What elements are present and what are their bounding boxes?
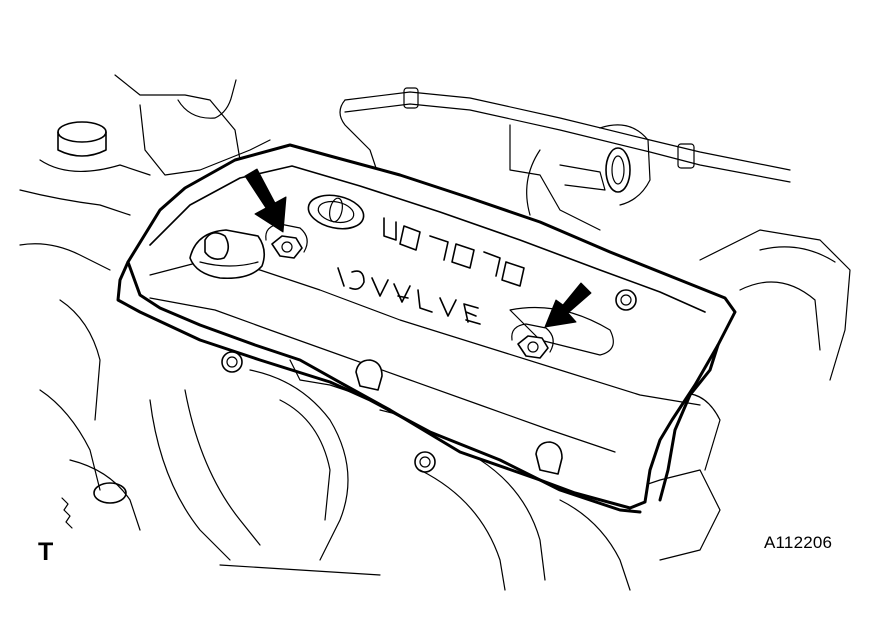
gear-teeth (61, 497, 73, 529)
cover-outline (126, 143, 737, 510)
left-line-a (19, 189, 131, 216)
top-right-pipe (339, 87, 791, 183)
left-bracket (114, 74, 241, 161)
arrow-down-left-icon (544, 282, 592, 328)
left-bolt-hole (93, 482, 127, 504)
right-block (699, 229, 851, 381)
cover-mount-lugs (355, 289, 637, 475)
right-fittings (509, 124, 651, 231)
figure-id: A112206 (764, 533, 833, 552)
left-line-c (59, 299, 101, 421)
cover-valve-lettering (337, 267, 481, 325)
right-block-edge (759, 246, 836, 263)
reservoir-cap (39, 121, 151, 176)
cover-nut-left (265, 223, 308, 259)
toyota-emblem-icon (307, 194, 365, 230)
cover-top-contour (149, 165, 706, 313)
cover-nut-right (511, 323, 554, 359)
arrow-down-right-icon (244, 168, 287, 233)
right-block-inner (739, 281, 821, 351)
left-hose (177, 79, 237, 119)
cover-right-edge (658, 343, 720, 502)
left-frame (139, 104, 271, 176)
left-line-b (19, 243, 111, 271)
oil-filler-cap (189, 229, 266, 280)
cover-skirt (116, 260, 642, 514)
cover-recess-panel (509, 306, 614, 356)
left-line-d (39, 389, 101, 491)
lower-engine-block (149, 369, 721, 591)
corner-mark: T (38, 538, 54, 566)
cover-engine-lettering (383, 217, 525, 287)
engine-bay-background (19, 74, 851, 591)
left-line-e (69, 459, 141, 531)
engine-cover (116, 143, 737, 514)
